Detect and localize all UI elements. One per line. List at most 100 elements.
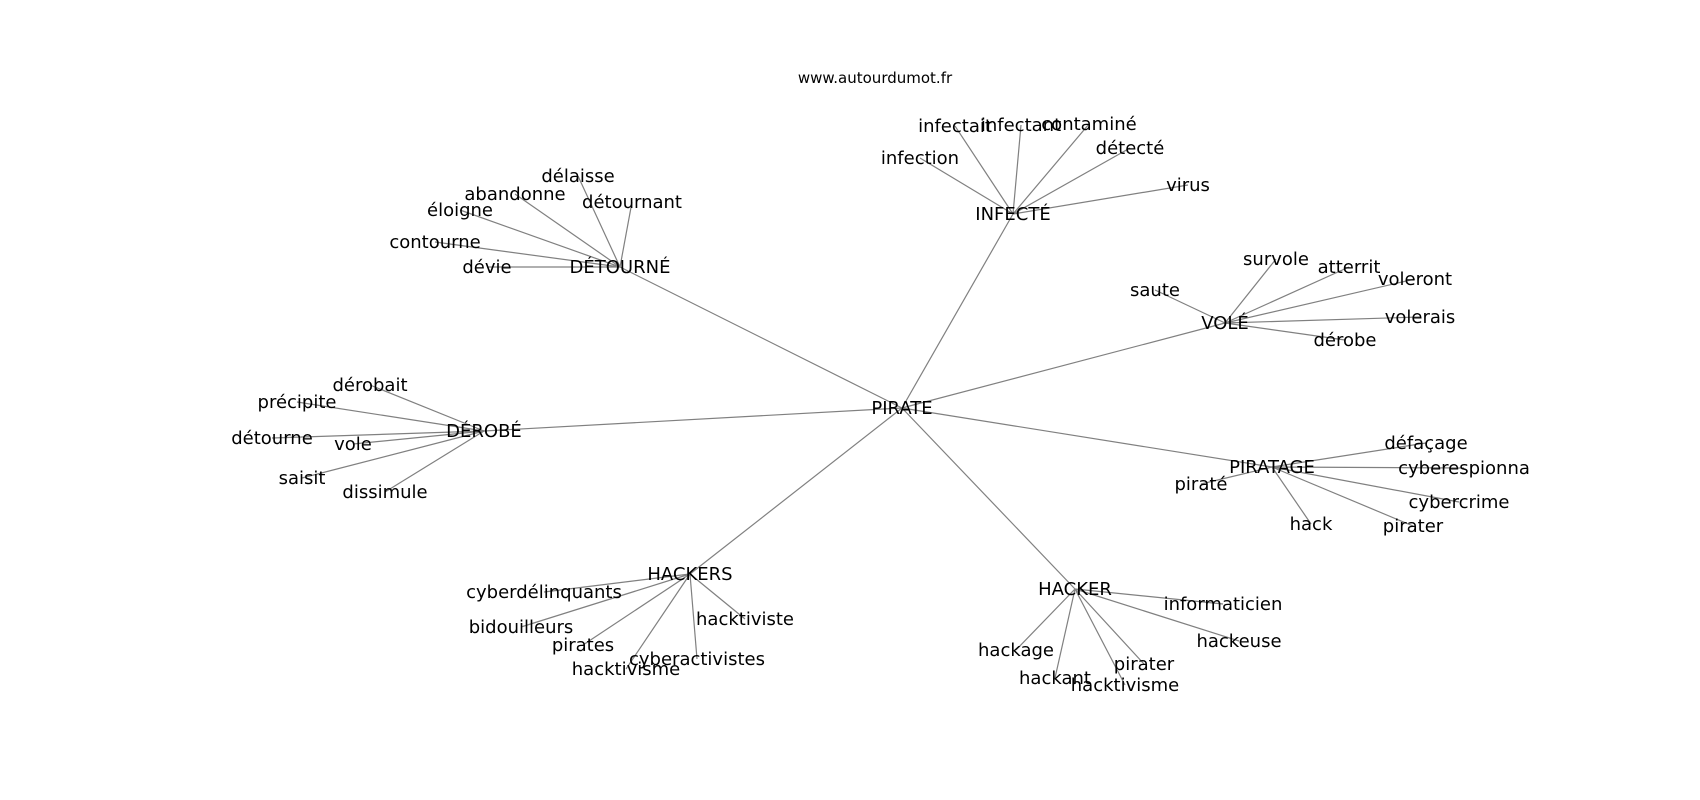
graph-edge: [1074, 588, 1224, 605]
leaf-word[interactable]: virus: [1166, 175, 1210, 196]
leaf-word[interactable]: atterrit: [1318, 257, 1381, 278]
leaf-word[interactable]: pirater: [1114, 654, 1175, 675]
leaf-word[interactable]: volerais: [1385, 307, 1456, 328]
leaf-word[interactable]: cyberactivistes: [629, 649, 765, 670]
leaf-word[interactable]: abandonne: [464, 184, 565, 205]
graph-edge: [352, 430, 485, 445]
graph-edge: [459, 209, 621, 268]
leaf-word[interactable]: dissimule: [342, 482, 427, 503]
hub-word[interactable]: VOLÉ: [1201, 312, 1249, 334]
graph-edge: [543, 573, 691, 593]
leaf-word[interactable]: délaisse: [541, 166, 614, 187]
hub-word[interactable]: INFECTÉ: [975, 203, 1050, 225]
leaf-word[interactable]: hackant: [1019, 668, 1091, 689]
graph-edge: [901, 213, 1014, 409]
graph-edge: [384, 430, 485, 493]
graph-edge: [296, 401, 485, 432]
leaf-word[interactable]: bidouilleurs: [469, 617, 574, 638]
leaf-word[interactable]: précipite: [258, 392, 337, 413]
graph-edge: [1012, 124, 1022, 215]
leaf-word[interactable]: dérobait: [332, 375, 407, 396]
leaf-word[interactable]: pirater: [1383, 516, 1444, 537]
graph-edge: [1012, 184, 1189, 215]
site-label[interactable]: www.autourdumot.fr: [798, 69, 953, 87]
leaf-word[interactable]: hacktiviste: [696, 609, 794, 630]
leaf-word[interactable]: hacktivisme: [1071, 675, 1179, 696]
leaf-word[interactable]: détourne: [231, 428, 313, 449]
leaf-word[interactable]: cyberespionna: [1398, 458, 1530, 479]
graph-edge: [1271, 466, 1414, 527]
hub-word[interactable]: PIRATAGE: [1229, 457, 1315, 478]
graph-edge: [1200, 466, 1273, 485]
leaf-word[interactable]: détournant: [582, 192, 682, 213]
leaf-word[interactable]: survole: [1243, 249, 1309, 270]
center-word[interactable]: PIRATE: [871, 398, 932, 419]
leaf-word[interactable]: cybercrime: [1409, 492, 1510, 513]
graph-edge: [1224, 266, 1350, 324]
hub-word[interactable]: HACKER: [1038, 579, 1112, 600]
leaf-word[interactable]: hack: [1290, 514, 1333, 535]
hub-word[interactable]: DÉROBÉ: [446, 420, 522, 442]
leaf-word[interactable]: infection: [881, 148, 959, 169]
graph-edges: [271, 123, 1465, 686]
graph-edge: [1224, 278, 1416, 324]
graph-edge: [1015, 588, 1076, 651]
leaf-word[interactable]: hackage: [978, 640, 1054, 661]
graph-edge: [1224, 322, 1346, 341]
leaf-word[interactable]: pirates: [552, 635, 614, 656]
graph-edge: [689, 573, 698, 660]
leaf-word[interactable]: informaticien: [1164, 594, 1283, 615]
graph-edge: [1012, 147, 1131, 215]
graph-edge: [619, 266, 903, 409]
graph-edge: [901, 407, 1273, 468]
graph-edge: [1271, 466, 1465, 469]
graph-edge: [901, 407, 1076, 590]
graph-edge: [1224, 316, 1421, 324]
hub-word[interactable]: DÉTOURNÉ: [570, 256, 671, 278]
graph-edge: [1074, 588, 1145, 665]
leaf-word[interactable]: dévie: [462, 257, 511, 278]
graph-edge: [954, 125, 1014, 215]
leaf-word[interactable]: détecté: [1096, 138, 1165, 159]
leaf-word[interactable]: infectant: [981, 115, 1061, 136]
graph-edge: [619, 201, 633, 268]
graph-edge: [1271, 466, 1312, 525]
graph-edge: [689, 407, 903, 575]
graph-edge: [577, 175, 621, 268]
leaf-word[interactable]: dérobe: [1313, 330, 1376, 351]
graph-edge: [434, 241, 621, 268]
graph-edge: [514, 193, 621, 268]
leaf-word[interactable]: éloigne: [427, 200, 493, 221]
graph-edge: [520, 573, 691, 628]
graph-labels: www.autourdumot.fr PIRATE DÉTOURNÉ délaiss…: [231, 69, 1530, 696]
graph-edge: [369, 384, 485, 432]
leaf-word[interactable]: piraté: [1175, 474, 1228, 495]
leaf-word[interactable]: voleront: [1378, 269, 1452, 290]
graph-edge: [1054, 588, 1076, 679]
graph-edge: [919, 157, 1014, 215]
graph-edge: [1271, 442, 1427, 468]
leaf-word[interactable]: hacktivisme: [572, 659, 680, 680]
leaf-word[interactable]: saute: [1130, 280, 1180, 301]
graph-edge: [625, 573, 691, 670]
leaf-word[interactable]: hackeuse: [1196, 631, 1281, 652]
leaf-word[interactable]: saisit: [279, 468, 326, 489]
leaf-word[interactable]: contourne: [389, 232, 480, 253]
graph-edge: [582, 573, 691, 646]
graph-edge: [1154, 289, 1226, 324]
leaf-word[interactable]: défaçage: [1384, 433, 1467, 454]
graph-edge: [483, 407, 903, 432]
leaf-word[interactable]: cyberdélinquants: [466, 582, 622, 603]
graph-edge: [1012, 123, 1090, 215]
leaf-word[interactable]: vole: [334, 434, 372, 455]
graph-edge: [689, 573, 746, 620]
hub-word[interactable]: HACKERS: [647, 564, 732, 585]
graph-edge: [901, 322, 1226, 409]
graph-edge: [1074, 588, 1126, 686]
graph-edge: [1271, 466, 1460, 503]
leaf-word[interactable]: contaminé: [1041, 114, 1136, 135]
graph-edge: [1224, 258, 1277, 324]
graph-edge: [1074, 588, 1240, 642]
leaf-word[interactable]: infectait: [918, 116, 992, 137]
